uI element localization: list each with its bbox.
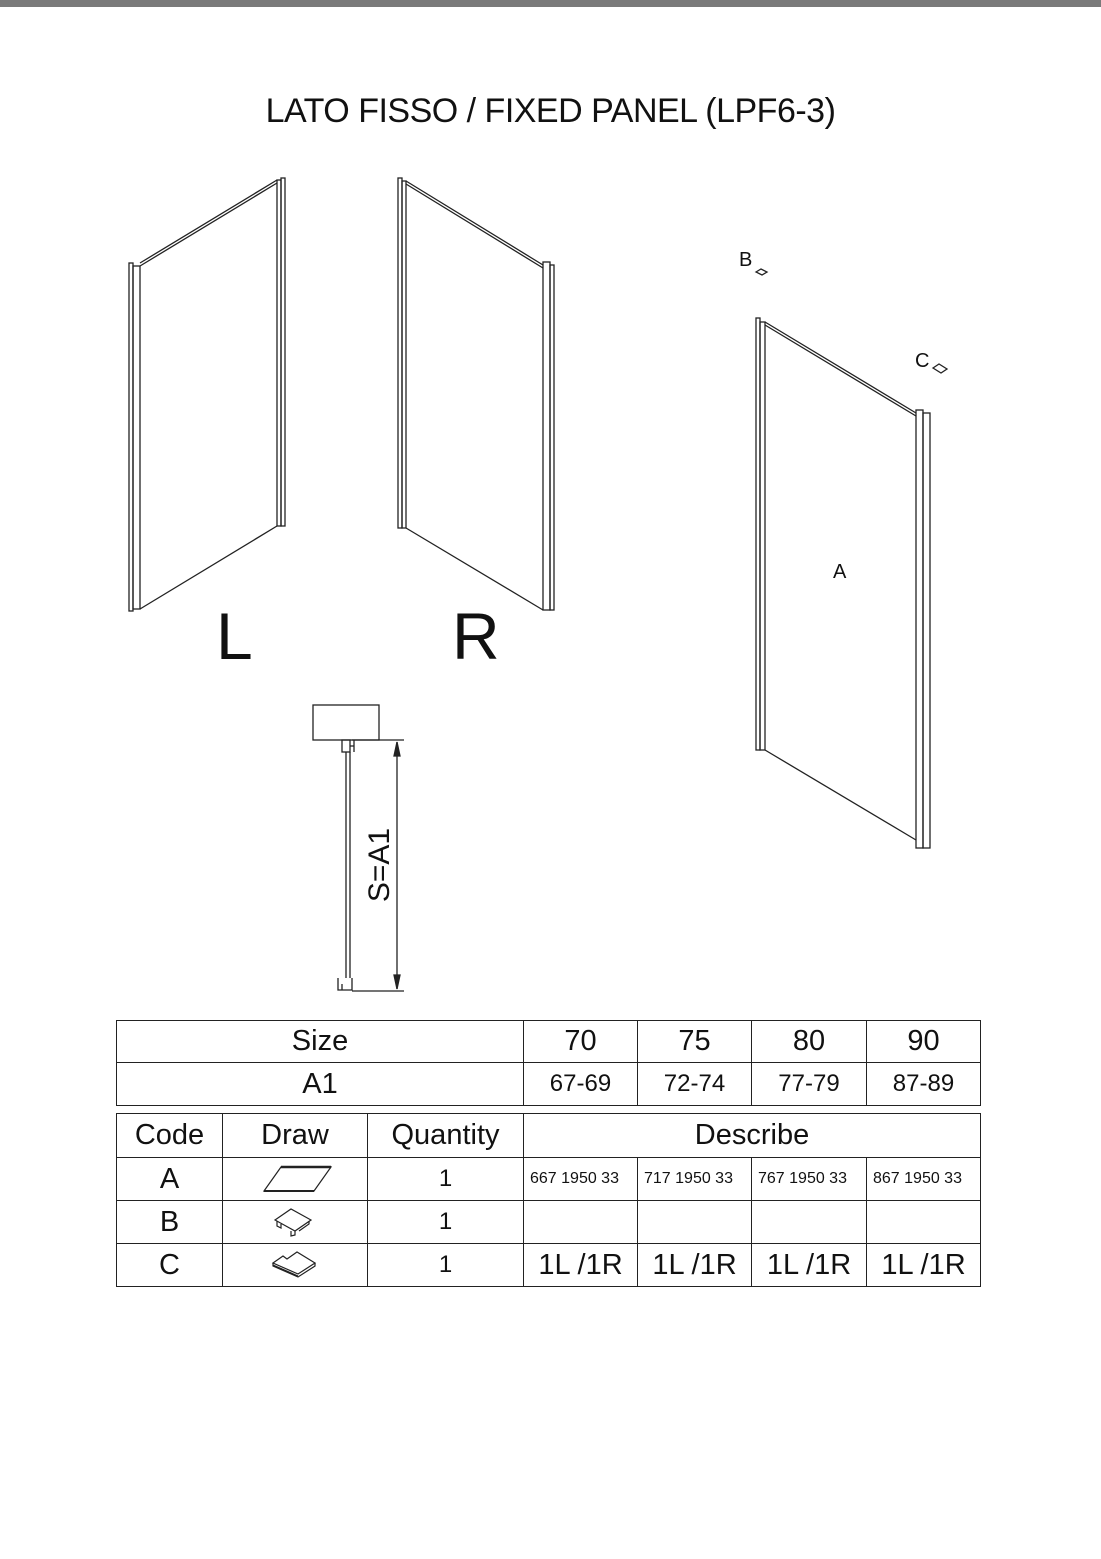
size-90: 90 [866,1020,981,1063]
page-title: LATO FISSO / FIXED PANEL (LPF6-3) [265,92,836,130]
left-label: L [216,599,253,673]
a1-value: 87-89 [866,1062,981,1106]
describe-b [751,1200,867,1244]
part-c-label: C [915,350,930,372]
technical-drawing [128,177,949,992]
quantity-c: 1 [367,1243,524,1287]
quantity-header: Quantity [367,1113,524,1158]
draw-cell-b [222,1200,368,1244]
describe-c: 1L /1R [866,1243,981,1287]
describe-a: 867 1950 33 [866,1157,981,1201]
describe-b [523,1200,638,1244]
size-80: 80 [751,1020,867,1063]
top-bar [0,0,1101,7]
code-c: C [116,1243,223,1287]
draw-cell-a [222,1157,368,1201]
corner-cap-icon [271,1251,317,1278]
code-header: Code [116,1113,223,1158]
describe-a: 717 1950 33 [637,1157,752,1201]
describe-c: 1L /1R [523,1243,638,1287]
draw-header: Draw [222,1113,368,1158]
size-header: Size [116,1020,524,1063]
part-b-icon [754,268,769,276]
describe-c: 1L /1R [751,1243,867,1287]
end-cap-icon [273,1208,313,1237]
describe-a: 667 1950 33 [523,1157,638,1201]
quantity-b: 1 [367,1200,524,1244]
right-label: R [452,599,500,673]
describe-b [637,1200,752,1244]
quantity-a: 1 [367,1157,524,1201]
a1-header: A1 [116,1062,524,1106]
describe-c: 1L /1R [637,1243,752,1287]
part-a-label: A [833,561,847,583]
describe-header: Describe [523,1113,981,1158]
size-70: 70 [523,1020,638,1063]
dimension-label: S=A1 [363,827,397,903]
right-panel-drawing [397,177,555,611]
part-a-drawing [755,317,931,849]
a1-value: 77-79 [751,1062,867,1106]
draw-cell-c [222,1243,368,1287]
code-b: B [116,1200,223,1244]
section-drawing [312,704,404,992]
describe-a: 767 1950 33 [751,1157,867,1201]
glass-panel-icon [262,1165,333,1192]
describe-b [866,1200,981,1244]
size-75: 75 [637,1020,752,1063]
a1-value: 67-69 [523,1062,638,1106]
code-a: A [116,1157,223,1201]
left-panel-drawing [128,177,286,612]
part-c-icon [931,363,949,374]
part-b-label: B [739,249,753,271]
a1-value: 72-74 [637,1062,752,1106]
